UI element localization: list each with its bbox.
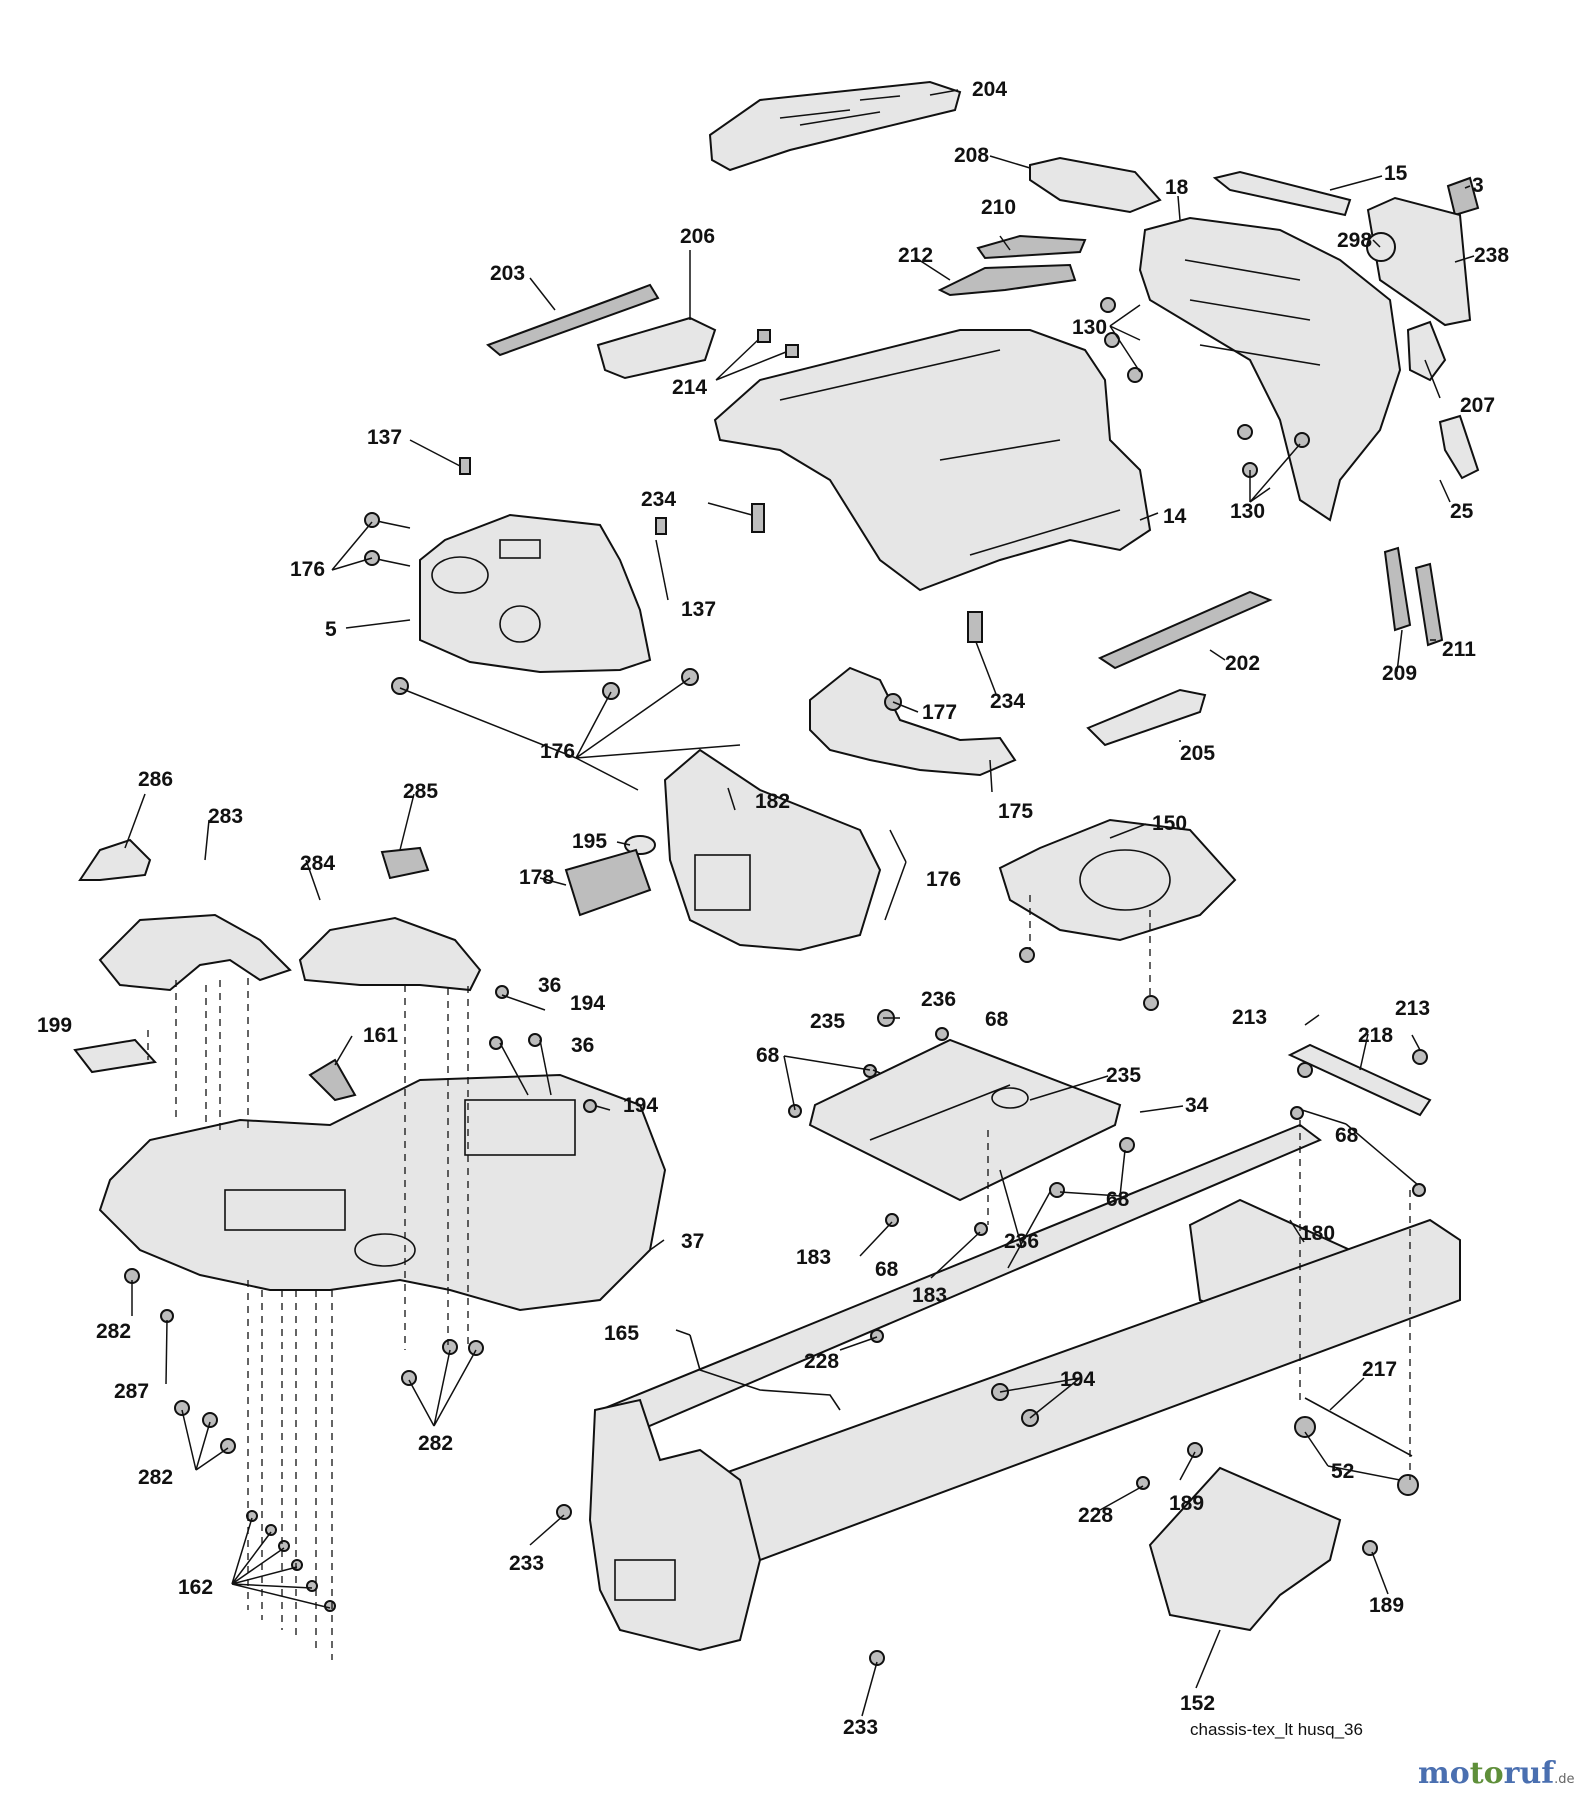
callout-234-a: 234	[641, 488, 676, 511]
callout-37: 37	[681, 1230, 704, 1253]
callout-213-b: 213	[1395, 997, 1430, 1020]
callout-235-b: 235	[1106, 1064, 1141, 1087]
callout-189-a: 189	[1169, 1492, 1204, 1515]
callout-68-d: 68	[1106, 1188, 1130, 1211]
callout-283: 283	[208, 805, 243, 828]
callout-5: 5	[325, 618, 337, 641]
callout-207: 207	[1460, 394, 1495, 417]
callout-202: 202	[1225, 652, 1260, 675]
alignment-lines	[147, 895, 1411, 1660]
callout-36-b: 36	[571, 1034, 594, 1057]
callout-204: 204	[972, 78, 1007, 101]
callout-218: 218	[1358, 1024, 1393, 1047]
callout-236-a: 236	[921, 988, 956, 1011]
callout-285: 285	[403, 780, 438, 803]
callout-177: 177	[922, 701, 957, 724]
callout-36-a: 36	[538, 974, 561, 997]
callout-14: 14	[1163, 505, 1187, 528]
callout-68-e: 68	[875, 1258, 899, 1281]
callout-282-a: 282	[96, 1320, 131, 1343]
callout-286: 286	[138, 768, 173, 791]
callout-137-b: 137	[681, 598, 716, 621]
callout-176-c: 176	[926, 868, 961, 891]
callout-18: 18	[1165, 176, 1189, 199]
callout-208: 208	[954, 144, 989, 167]
diagram-caption: chassis-tex_lt husq_36	[1190, 1720, 1363, 1739]
callout-194-a: 194	[570, 992, 605, 1015]
callout-130-a: 130	[1072, 316, 1107, 339]
callout-34: 34	[1185, 1094, 1209, 1117]
callout-228-b: 228	[1078, 1504, 1113, 1527]
callout-195: 195	[572, 830, 607, 853]
callout-209: 209	[1382, 662, 1417, 685]
callout-213-a: 213	[1232, 1006, 1267, 1029]
callout-298: 298	[1337, 229, 1372, 252]
callout-182: 182	[755, 790, 790, 813]
callout-183-a: 183	[796, 1246, 831, 1269]
callout-282-c: 282	[138, 1466, 173, 1489]
callout-194-b: 194	[623, 1094, 658, 1117]
part-artwork	[73, 80, 1480, 1666]
callout-238: 238	[1474, 244, 1509, 267]
callout-206: 206	[680, 225, 715, 248]
callout-287: 287	[114, 1380, 149, 1403]
leader-lines	[124, 89, 1475, 1717]
fasteners	[124, 297, 1428, 1666]
callout-15: 15	[1384, 162, 1408, 185]
callout-236-b: 236	[1004, 1230, 1039, 1253]
callout-284: 284	[300, 852, 335, 875]
callout-152: 152	[1180, 1692, 1215, 1715]
callout-162: 162	[178, 1576, 213, 1599]
callout-150: 150	[1152, 812, 1187, 835]
callout-176-a: 176	[290, 558, 325, 581]
callout-52: 52	[1331, 1460, 1354, 1483]
callout-180: 180	[1300, 1222, 1335, 1245]
callout-205: 205	[1180, 742, 1215, 765]
callout-234-b: 234	[990, 690, 1025, 713]
callout-214: 214	[672, 376, 707, 399]
callout-217: 217	[1362, 1358, 1397, 1381]
callout-199: 199	[37, 1014, 72, 1037]
watermark-logo: motoruf.de	[1418, 1756, 1575, 1791]
callout-176-b: 176	[540, 740, 575, 763]
callout-235-a: 235	[810, 1010, 845, 1033]
callout-68-a: 68	[985, 1008, 1009, 1031]
callout-183-b: 183	[912, 1284, 947, 1307]
watermark-part-1: mo	[1418, 1756, 1470, 1791]
callout-228-a: 228	[804, 1350, 839, 1373]
callout-194-c: 194	[1060, 1368, 1095, 1391]
callout-203: 203	[490, 262, 525, 285]
callout-210: 210	[981, 196, 1016, 219]
callout-233-b: 233	[843, 1716, 878, 1739]
callout-25: 25	[1450, 500, 1474, 523]
callout-137-a: 137	[367, 426, 402, 449]
callout-189-b: 189	[1369, 1594, 1404, 1617]
callout-165: 165	[604, 1322, 639, 1345]
watermark-part-2: to	[1469, 1756, 1504, 1791]
callout-3: 3	[1472, 174, 1484, 197]
callout-161: 161	[363, 1024, 398, 1047]
callout-211: 211	[1442, 638, 1476, 661]
callout-68-c: 68	[1335, 1124, 1359, 1147]
callout-282-b: 282	[418, 1432, 453, 1455]
callout-68-b: 68	[756, 1044, 780, 1067]
watermark-tld: .de	[1554, 1772, 1575, 1787]
callout-labels: 204 208 18 15 3 298 238 210 212 206 203 …	[37, 78, 1509, 1739]
callout-212: 212	[898, 244, 933, 267]
watermark-part-3: ruf	[1503, 1756, 1555, 1791]
callout-130-b: 130	[1230, 500, 1265, 523]
callout-178: 178	[519, 866, 554, 889]
callout-175: 175	[998, 800, 1033, 823]
callout-233-a: 233	[509, 1552, 544, 1575]
